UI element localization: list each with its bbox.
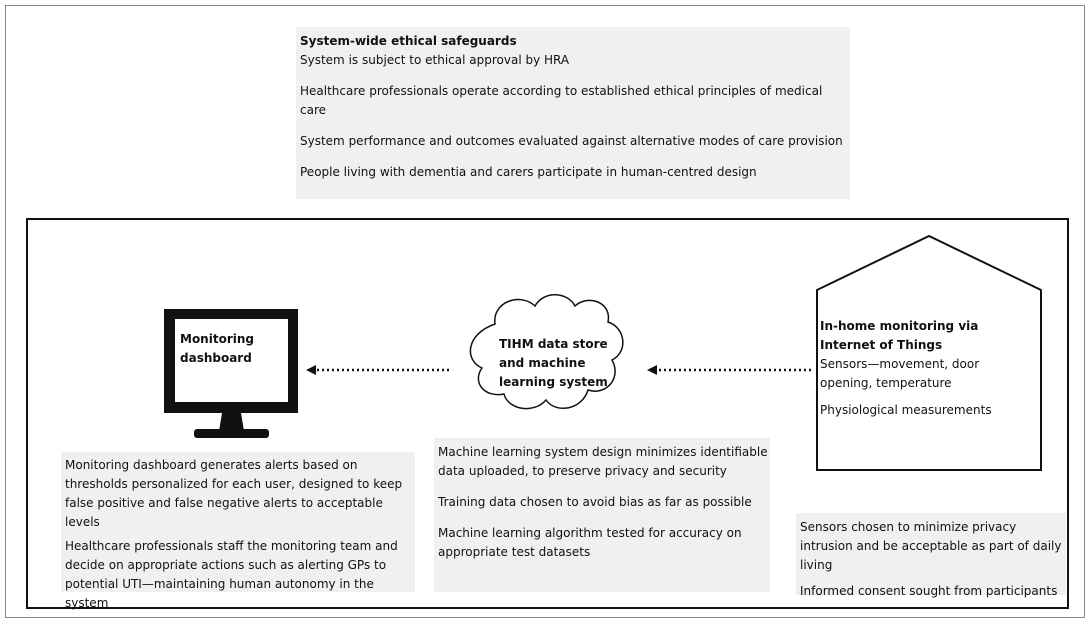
- home-sensors: Sensors—movement, door opening, temperat…: [820, 357, 980, 390]
- cloud-label: TIHM data store and machine learning sys…: [499, 337, 608, 389]
- safeguards-title: System-wide ethical safeguards: [300, 34, 517, 48]
- safeguard-item: People living with dementia and carers p…: [300, 165, 757, 179]
- house-icon: [816, 234, 1042, 471]
- dashboard-notes-panel: Monitoring dashboard generates alerts ba…: [61, 452, 415, 610]
- arrow-home-to-cloud: [647, 365, 814, 375]
- monitor-icon: [164, 309, 298, 438]
- dashboard-label: Monitoring dashboard: [180, 332, 254, 365]
- home-label: In-home monitoring via Internet of Thing…: [820, 317, 1034, 420]
- ml-notes-panel: Machine learning system design minimizes…: [434, 438, 770, 592]
- figure-frame: [5, 5, 1085, 618]
- arrow-cloud-to-dashboard: [306, 365, 452, 375]
- ml-note: Machine learning system design minimizes…: [438, 445, 768, 478]
- home-note: Informed consent sought from participant…: [800, 584, 1058, 598]
- home-physio: Physiological measurements: [820, 403, 992, 417]
- safeguard-item: System performance and outcomes evaluate…: [300, 134, 843, 148]
- ethical-safeguards-panel: System-wide ethical safeguards System is…: [296, 27, 850, 199]
- home-title: In-home monitoring via: [820, 319, 979, 333]
- dashboard-note: Monitoring dashboard generates alerts ba…: [65, 458, 403, 529]
- cloud-icon: [469, 294, 624, 410]
- safeguard-item: Healthcare professionals operate accordi…: [300, 84, 823, 117]
- ml-note: Machine learning algorithm tested for ac…: [438, 526, 742, 559]
- home-notes-panel: Sensors chosen to minimize privacy intru…: [796, 513, 1066, 598]
- safeguard-item: System is subject to ethical approval by…: [300, 53, 570, 67]
- home-note: Sensors chosen to minimize privacy intru…: [800, 520, 1062, 572]
- dashboard-note: Healthcare professionals staff the monit…: [65, 539, 398, 610]
- home-title: Internet of Things: [820, 338, 943, 352]
- system-boundary-box: [26, 218, 1069, 609]
- ml-note: Training data chosen to avoid bias as fa…: [438, 495, 752, 509]
